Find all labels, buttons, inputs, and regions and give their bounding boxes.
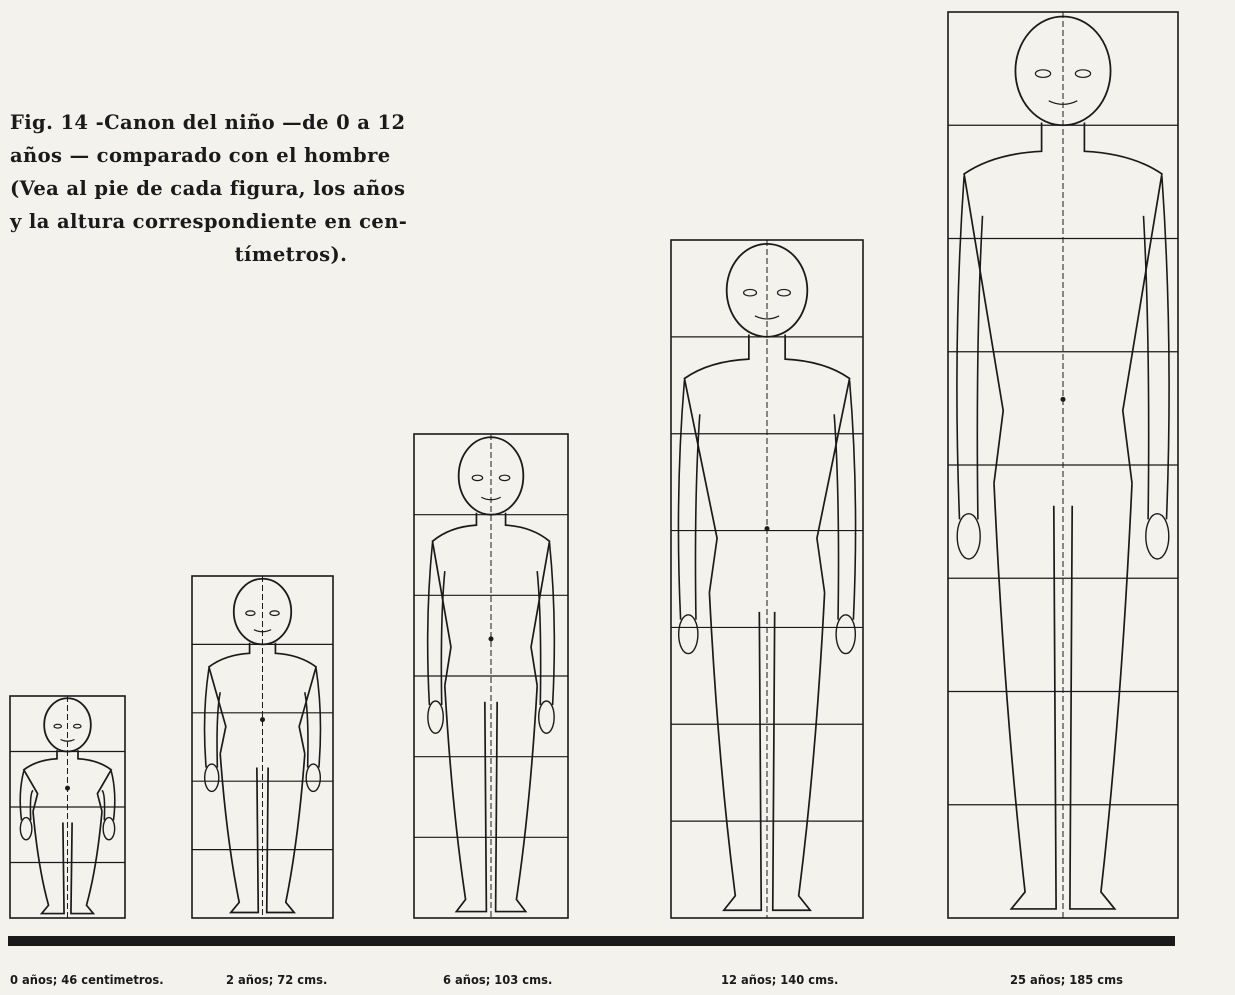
leg xyxy=(1070,483,1132,909)
leg xyxy=(267,754,305,913)
torso-right xyxy=(78,750,111,811)
figure-label-12: 12 años; 140 cms. xyxy=(721,972,838,987)
figure-label-2: 2 años; 72 cms. xyxy=(226,972,327,987)
eye xyxy=(744,289,757,296)
navel-mark xyxy=(489,637,493,641)
hand xyxy=(428,701,443,733)
eye xyxy=(1075,70,1090,78)
arm xyxy=(205,668,221,767)
navel-mark xyxy=(765,527,769,531)
hand xyxy=(957,514,980,559)
hand xyxy=(836,615,855,654)
leg xyxy=(994,483,1056,909)
leg xyxy=(709,593,761,911)
torso-right xyxy=(506,513,550,686)
eye xyxy=(777,289,790,296)
arm xyxy=(102,771,115,820)
hand xyxy=(103,818,115,840)
torso-left xyxy=(24,750,57,811)
figure-0-years xyxy=(10,696,125,918)
hand xyxy=(306,764,320,791)
torso-right xyxy=(785,335,849,593)
ground-line xyxy=(8,936,1175,946)
eye xyxy=(74,724,81,728)
hand xyxy=(205,764,219,791)
torso-left xyxy=(684,335,748,593)
hand xyxy=(1146,514,1169,559)
arm xyxy=(305,668,321,767)
eye xyxy=(246,611,255,616)
arm xyxy=(1144,176,1170,519)
torso-left xyxy=(432,513,476,686)
torso-left xyxy=(209,643,250,754)
arm xyxy=(834,380,855,619)
arm xyxy=(20,771,33,820)
navel-mark xyxy=(1061,397,1065,401)
eye xyxy=(472,475,482,480)
hand xyxy=(20,818,32,840)
leg xyxy=(496,686,538,912)
hand xyxy=(679,615,698,654)
figures-group xyxy=(10,12,1178,918)
leg xyxy=(773,593,825,911)
figure-label-0: 0 años; 46 centimetros. xyxy=(10,972,164,987)
hand xyxy=(539,701,554,733)
figure-6-years xyxy=(414,434,568,918)
torso-left xyxy=(964,123,1041,484)
leg xyxy=(445,686,487,912)
figure-12-years xyxy=(671,240,863,918)
eye xyxy=(270,611,279,616)
arm xyxy=(957,176,983,519)
figure-25-years xyxy=(948,12,1178,918)
torso-right xyxy=(275,643,316,754)
navel-mark xyxy=(261,718,265,722)
figure-2-years xyxy=(192,576,333,918)
figure-label-25: 25 años; 185 cms xyxy=(1010,972,1123,987)
mouth xyxy=(61,740,75,742)
leg xyxy=(220,754,258,913)
figure-label-6: 6 años; 103 cms. xyxy=(443,972,552,987)
eye xyxy=(54,724,61,728)
navel-mark xyxy=(66,786,70,790)
eye xyxy=(499,475,509,480)
torso-right xyxy=(1084,123,1161,484)
arm xyxy=(678,380,699,619)
eye xyxy=(1035,70,1050,78)
